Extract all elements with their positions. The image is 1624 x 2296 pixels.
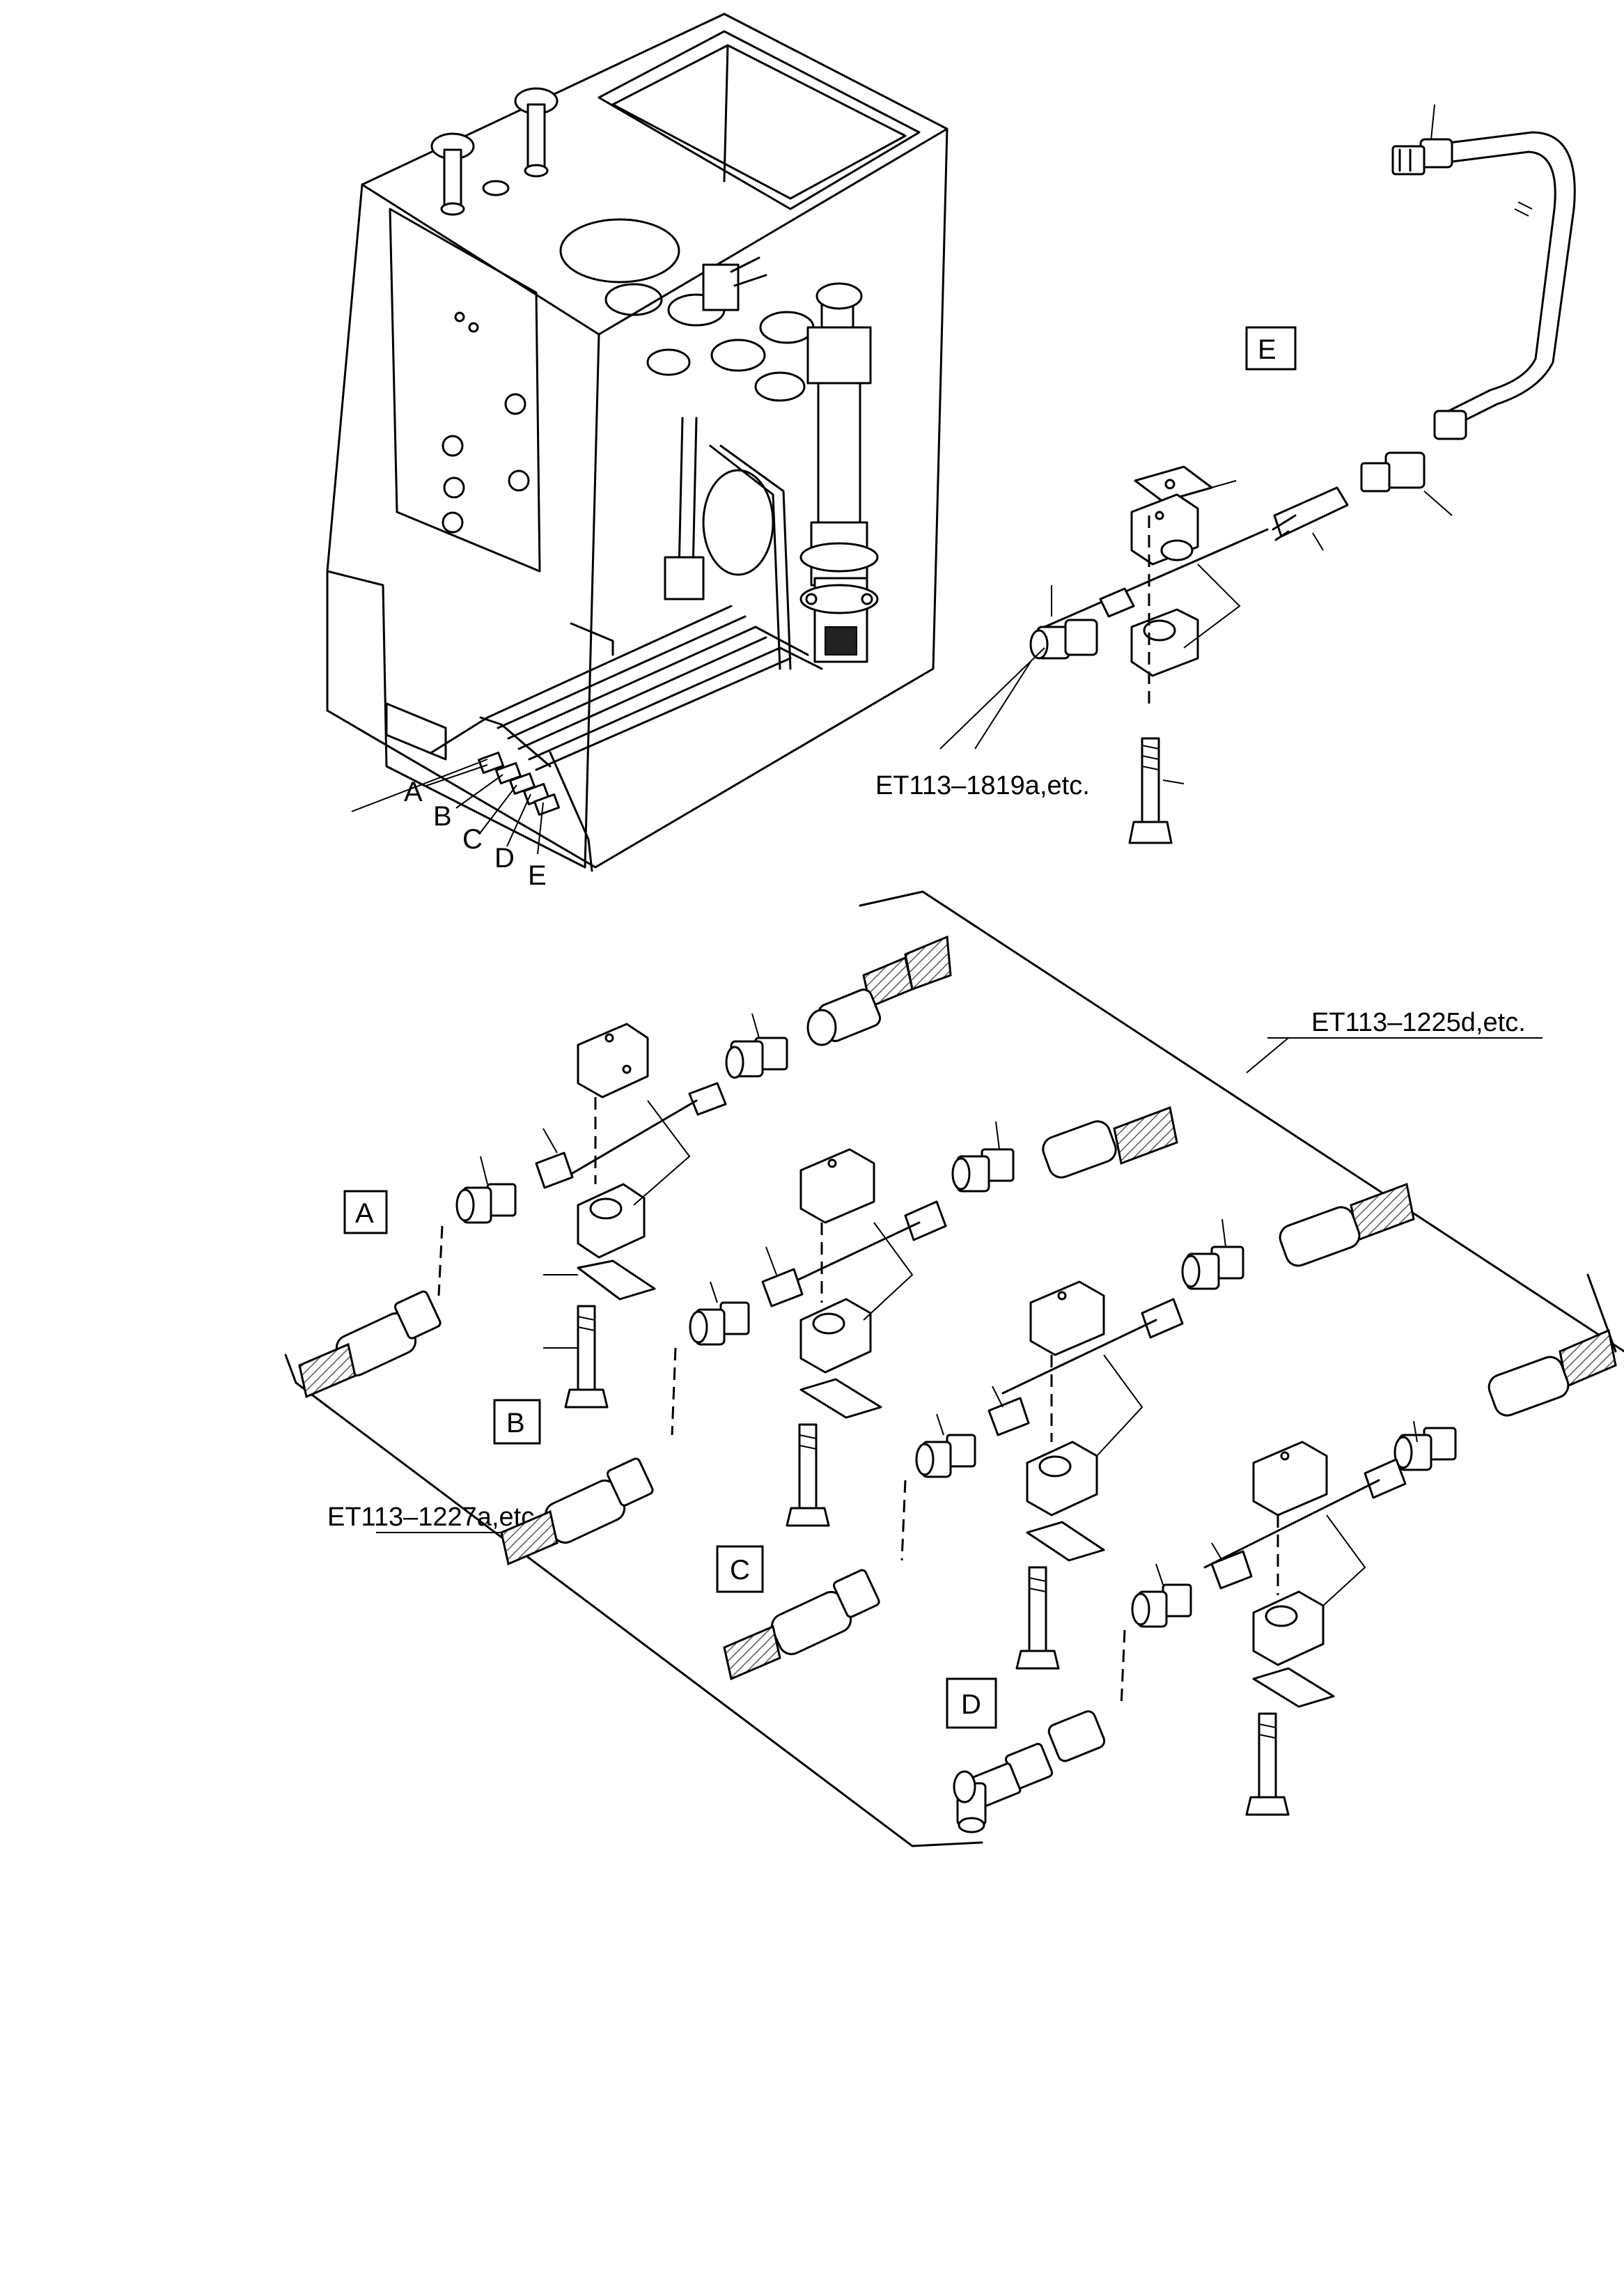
detail-e-label: E [1258,334,1276,365]
detail-e-box [1245,326,1297,371]
detail-b-assembly [500,1106,1178,1566]
detail-a-box [343,1190,388,1234]
internal-pump-assembly [799,282,879,663]
detail-e-assembly [939,104,1576,844]
pipe-bundle [430,605,823,771]
knob-left [430,132,475,216]
callout-c: C [462,824,483,855]
detail-a-assembly [298,935,952,1409]
detail-a-label: A [355,1198,374,1229]
detail-c-box [716,1545,764,1593]
reference-hoses-upper: ET113–1225d,etc. [1311,1008,1526,1037]
detail-b-label: B [506,1408,525,1438]
knob-right [514,87,559,178]
callout-d: D [494,843,515,874]
test-bench-cabinet [326,13,948,872]
detail-b-box [493,1399,541,1445]
reference-hoses-lower: ET113–1227a,etc. [327,1503,542,1532]
reference-detail-e: ET113–1819a,etc. [875,771,1090,800]
callout-b: B [433,801,452,832]
callout-e: E [528,860,547,891]
detail-d-assembly [953,1328,1617,1833]
detail-c-assembly [723,1182,1415,1681]
detail-d-label: D [961,1689,981,1720]
detail-d-box [946,1677,997,1729]
callout-a: A [404,777,423,807]
detail-c-label: C [730,1555,750,1585]
